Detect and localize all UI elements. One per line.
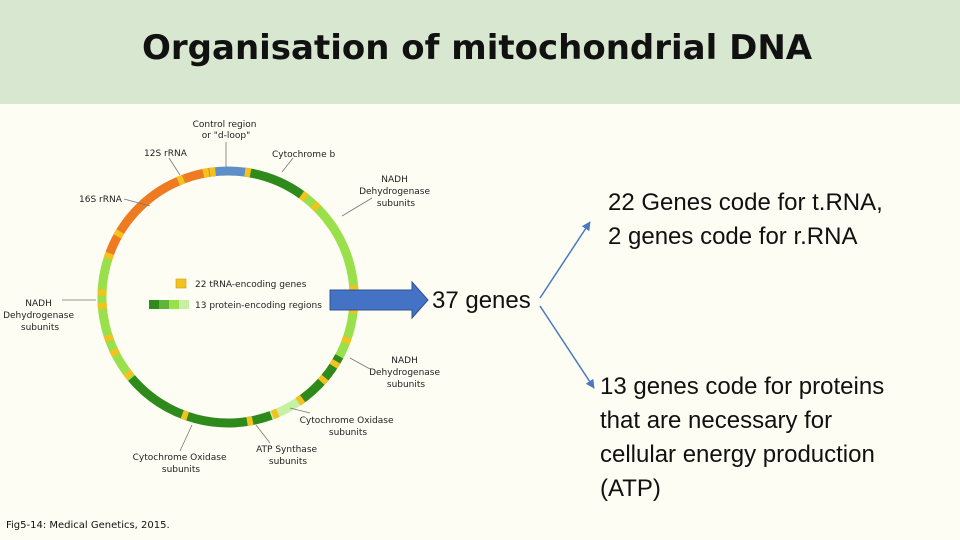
nadh-left-label: NADH Dehydrogenase subunits (3, 299, 77, 333)
rrna-16s-label: 16S rRNA (79, 195, 123, 205)
legend-trna-swatch (175, 278, 187, 289)
gene-count-label: 37 genes (432, 287, 531, 314)
trna-mark-4 (310, 201, 321, 212)
protein-genes-text: 13 genes code for proteins that are nece… (600, 373, 885, 502)
control-region-segment (209, 166, 247, 177)
nadh-segment-left (97, 252, 135, 381)
trna-mark-13 (180, 410, 190, 421)
lower-branch-arrow (539, 305, 595, 389)
upper-branch-arrow (539, 221, 591, 299)
rrna-12s-label: 12S rRNA (144, 149, 188, 159)
trna-mark-2 (244, 167, 252, 178)
trna-mark-21 (176, 174, 186, 186)
figure-caption: Fig5-14: Medical Genetics, 2015. (6, 520, 170, 531)
trna-mark-10 (295, 394, 306, 406)
trna-mark-14 (123, 369, 135, 380)
cytochrome-b-label: Cytochrome b (272, 150, 335, 160)
trna-mark-20 (113, 229, 125, 239)
trna-mark-8 (329, 359, 341, 369)
nadh-segment-right (299, 191, 359, 359)
block-arrow (329, 280, 429, 320)
trna-mark-1 (202, 167, 210, 178)
cytochrome-oxidase-bottom-label: Cytochrome Oxidase subunits (133, 453, 230, 475)
control-region-label: Control region or "d-loop" (193, 120, 260, 141)
legend: 22 tRNA-encoding genes 13 protein-encodi… (149, 278, 322, 311)
legend-protein-swatch-3 (169, 300, 179, 309)
cytochrome-b-segment (244, 167, 305, 199)
trna-mark-11 (270, 408, 280, 420)
title-band (0, 0, 960, 104)
trna-mark-12 (246, 416, 254, 427)
trna-mark-16 (103, 333, 115, 343)
trna-mark-19 (103, 251, 115, 261)
nadh-bottom-right-label: NADH Dehydrogenase subunits (369, 356, 443, 390)
cytochrome-oxidase-right-label: Cytochrome Oxidase subunits (300, 416, 397, 438)
mtdna-diagram: Control region or "d-loop" 12S rRNA Cyto… (3, 120, 595, 475)
page-title: Organisation of mitochondrial DNA (142, 28, 813, 68)
legend-protein-swatch-1 (149, 300, 159, 309)
trna-mark-9 (317, 374, 329, 385)
genome-ring (97, 166, 359, 428)
cytochrome-oxidase-segment (128, 375, 273, 428)
legend-protein-label: 13 protein-encoding regions (195, 301, 322, 311)
trna-mark-15 (109, 347, 121, 357)
nadh-top-right-label: NADH Dehydrogenase subunits (359, 175, 433, 209)
legend-protein-swatch-4 (179, 300, 189, 309)
legend-protein-swatch-2 (159, 300, 169, 309)
trna-mark-22 (209, 167, 216, 177)
rna-genes-text: 22 Genes code for t.RNA, 2 genes code fo… (608, 189, 883, 250)
leader-lines (62, 142, 373, 452)
trna-mark-7 (341, 335, 352, 345)
legend-trna-label: 22 tRNA-encoding genes (195, 280, 307, 290)
atp-synthase-label: ATP Synthase subunits (256, 445, 320, 467)
rrna-16s-segment (105, 174, 187, 256)
trna-mark-3 (298, 191, 309, 202)
